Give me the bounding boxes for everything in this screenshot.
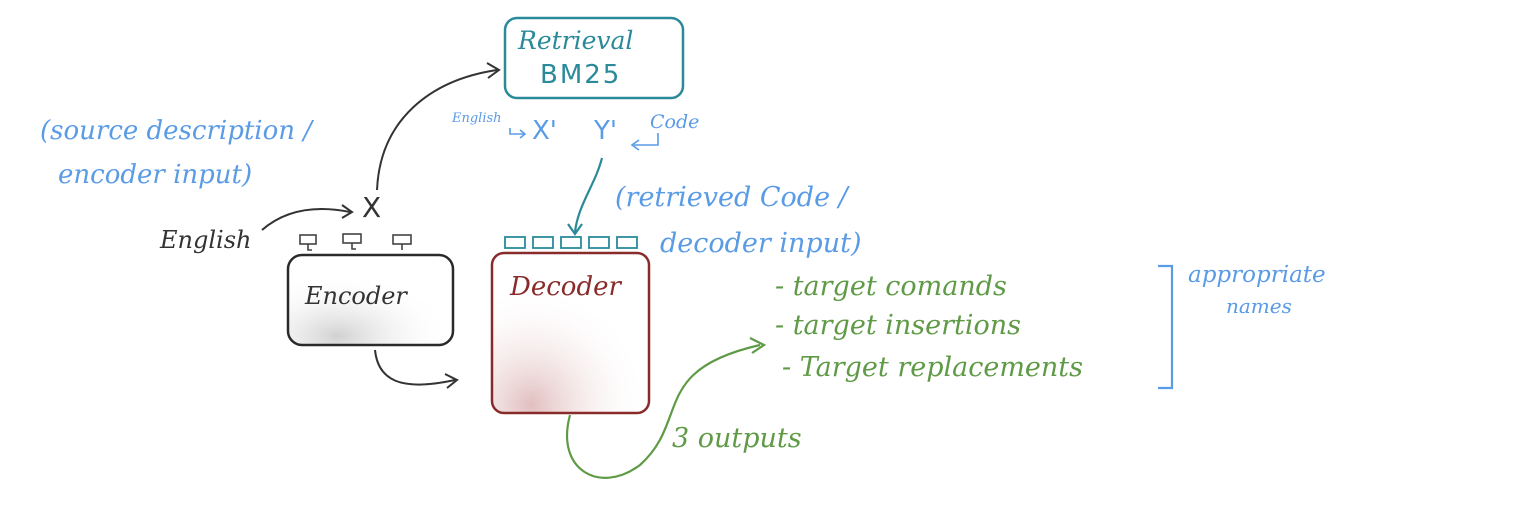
code-hook-arrow (634, 133, 659, 146)
outputs-count-label: 3 outputs (672, 423, 802, 454)
retrieved-note-line1: (retrieved Code / (615, 182, 848, 213)
retrieval-method: BM25 (540, 60, 622, 90)
x-to-retrieval-arrow (376, 69, 498, 191)
y-prime-note: Code (650, 111, 700, 133)
decoder-input-tokens (504, 236, 638, 249)
retrieved-note-line2: decoder input) (660, 228, 862, 259)
outputs-bracket (1158, 264, 1174, 390)
bracket-note-line1: appropriate (1188, 262, 1326, 288)
encoder-box (286, 253, 455, 347)
encoder-input-tokens (299, 233, 412, 251)
output-item-replacements: - Target replacements (782, 352, 1083, 383)
input-language: English (160, 226, 252, 254)
english-hook-arrow (509, 128, 524, 135)
decoder-output-arrow (566, 343, 761, 479)
input-symbol: X (362, 191, 382, 224)
decoder-label: Decoder (510, 272, 621, 302)
retrieval-box (503, 16, 685, 100)
output-item-commands: - target comands (775, 271, 1007, 302)
decoder-box (490, 251, 651, 415)
encoder-label: Encoder (305, 282, 407, 310)
bracket-note-line2: names (1226, 294, 1292, 318)
retrieved-to-decoder-arrow (573, 157, 604, 233)
english-to-x-arrow (261, 208, 351, 231)
source-note-line2: encoder input) (58, 160, 253, 190)
x-prime-label: X' (532, 116, 557, 146)
encoder-to-decoder-arrow (374, 349, 456, 386)
y-prime-label: Y' (594, 116, 618, 146)
source-note-line1: (source description / (40, 116, 313, 146)
x-prime-note: English (452, 111, 502, 126)
output-item-insertions: - target insertions (775, 310, 1022, 341)
retrieval-title: Retrieval (518, 26, 634, 55)
